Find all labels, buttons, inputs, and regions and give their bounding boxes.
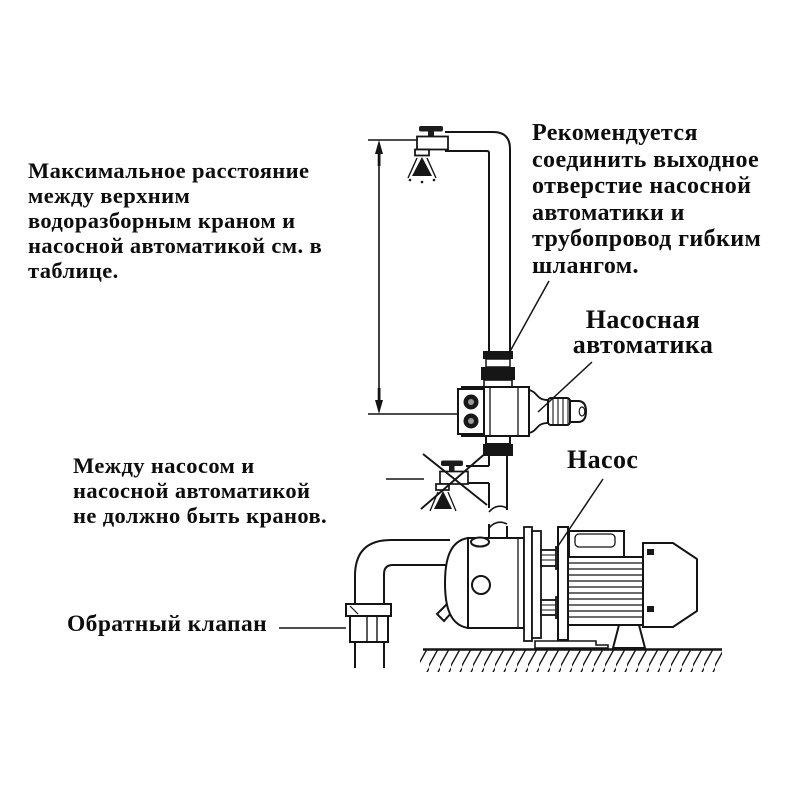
dimension-line (368, 139, 459, 415)
pump-automation-unit (457, 386, 588, 445)
flexible-hose-coupling (481, 351, 515, 388)
pump-label: Насос (567, 447, 638, 473)
note-line: трубопровод гибким (532, 226, 762, 252)
label-line: автоматика (572, 330, 714, 359)
discharge-flange (523, 526, 562, 642)
note-line: Максимальное расстояние (28, 158, 310, 183)
note-line: отверстие насосной (532, 173, 752, 199)
note-line: между верхним (28, 183, 191, 208)
no-taps-note: Между насосом и насосной автоматикой не … (73, 453, 327, 528)
suction-pipe (354, 539, 450, 668)
riser-pipe (445, 131, 511, 351)
ground-hatching (420, 648, 722, 672)
max-distance-note: Максимальное расстояние между верхним во… (28, 158, 322, 283)
note-line: насосной автоматикой (73, 478, 311, 503)
note-line: Рекомендуется (532, 120, 698, 146)
label-line: Насосная (585, 305, 701, 334)
check-valve-label: Обратный клапан (67, 612, 267, 636)
pump-body (435, 536, 525, 630)
label-line: Обратный клапан (67, 611, 268, 637)
check-valve (345, 603, 392, 643)
note-line: водоразборным краном и (28, 208, 296, 233)
automation-outlet-coupling (483, 444, 513, 456)
note-line: не должно быть кранов. (73, 503, 328, 528)
hose-note-leader (507, 280, 550, 356)
automation-label-leader (537, 361, 593, 413)
top-faucet-icon (407, 126, 449, 184)
pump-automation-label: Насосная автоматика (553, 305, 733, 359)
label-line: Насос (567, 445, 639, 474)
note-line: таблице. (28, 258, 119, 283)
prohibition-cross (420, 451, 488, 510)
note-line: автоматики и (532, 199, 685, 226)
pump-feed-pipe (466, 456, 508, 540)
note-line: соединить выходное (532, 146, 760, 173)
note-line: шлангом. (532, 252, 639, 279)
note-line: Между насосом и (73, 453, 255, 478)
electric-motor (534, 526, 698, 649)
pump-label-leader (555, 478, 604, 550)
flexible-hose-note: Рекомендуется соединить выходное отверст… (532, 120, 761, 279)
note-line: насосной автоматикой см. в (28, 233, 323, 258)
